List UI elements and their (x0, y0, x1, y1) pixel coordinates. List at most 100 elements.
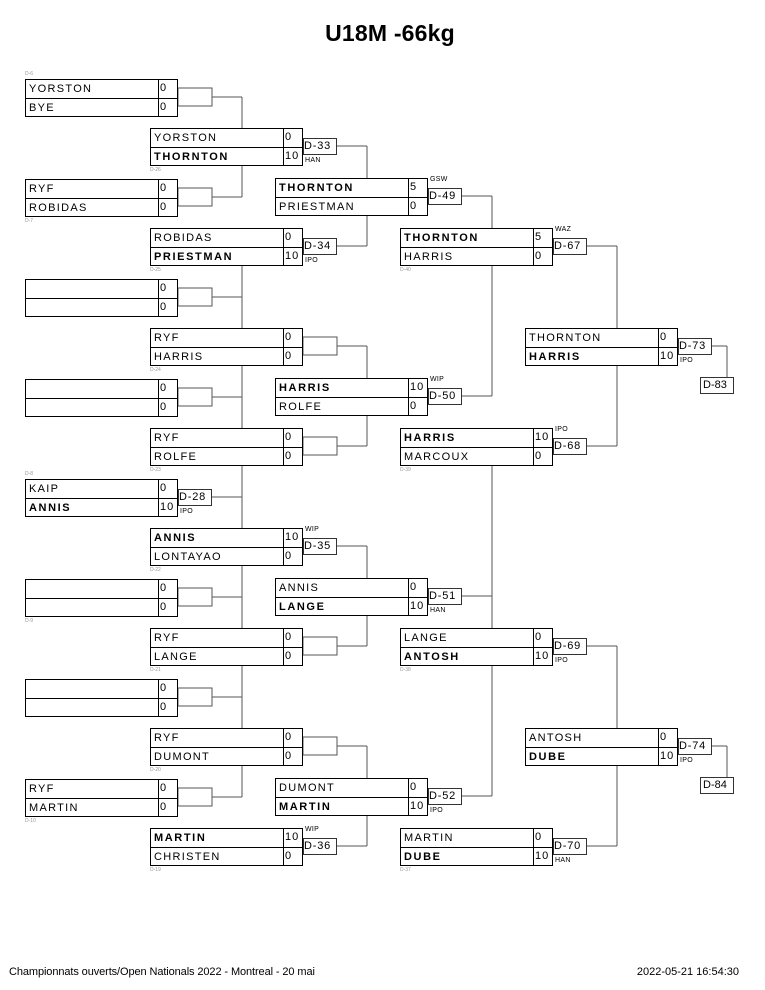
result-box[interactable]: D-73 (678, 338, 712, 355)
match-id-label: D-20 (150, 767, 161, 773)
result-box[interactable]: D-28 (178, 489, 212, 506)
result-box[interactable]: D-67 (553, 238, 587, 255)
competitor-name: YORSTON (29, 83, 93, 95)
result-box[interactable]: D-34 (303, 238, 337, 255)
competitor-row[interactable]: 0 (26, 580, 177, 599)
result-box[interactable]: D-50 (428, 388, 462, 405)
result-box[interactable]: D-68 (553, 438, 587, 455)
result-box[interactable]: D-49 (428, 188, 462, 205)
competitor-row[interactable]: 0 (26, 399, 177, 418)
footer-timestamp: 2022-05-21 16:54:30 (636, 966, 739, 978)
competitor-row[interactable]: 0 (26, 680, 177, 699)
competitor-score: 0 (283, 848, 304, 866)
result-box[interactable]: D-35 (303, 538, 337, 555)
result-box[interactable]: D-36 (303, 838, 337, 855)
result-box[interactable]: D-33 (303, 138, 337, 155)
competitor-row[interactable]: 0 (26, 599, 177, 618)
competitor-row[interactable]: 0 (26, 280, 177, 299)
match-id-label: D-26 (150, 167, 161, 173)
result-box[interactable]: D-74 (678, 738, 712, 755)
result-box[interactable]: D-70 (553, 838, 587, 855)
result-box[interactable]: D-51 (428, 588, 462, 605)
result-box[interactable]: D-52 (428, 788, 462, 805)
result-box[interactable]: D-69 (553, 638, 587, 655)
competitor-row[interactable]: 0 (26, 699, 177, 718)
next-match-box[interactable]: D-84 (700, 777, 734, 794)
competitor-row[interactable]: 0 (26, 299, 177, 318)
next-match-box[interactable]: D-83 (700, 377, 734, 394)
competitor-row[interactable]: 0 (26, 380, 177, 399)
